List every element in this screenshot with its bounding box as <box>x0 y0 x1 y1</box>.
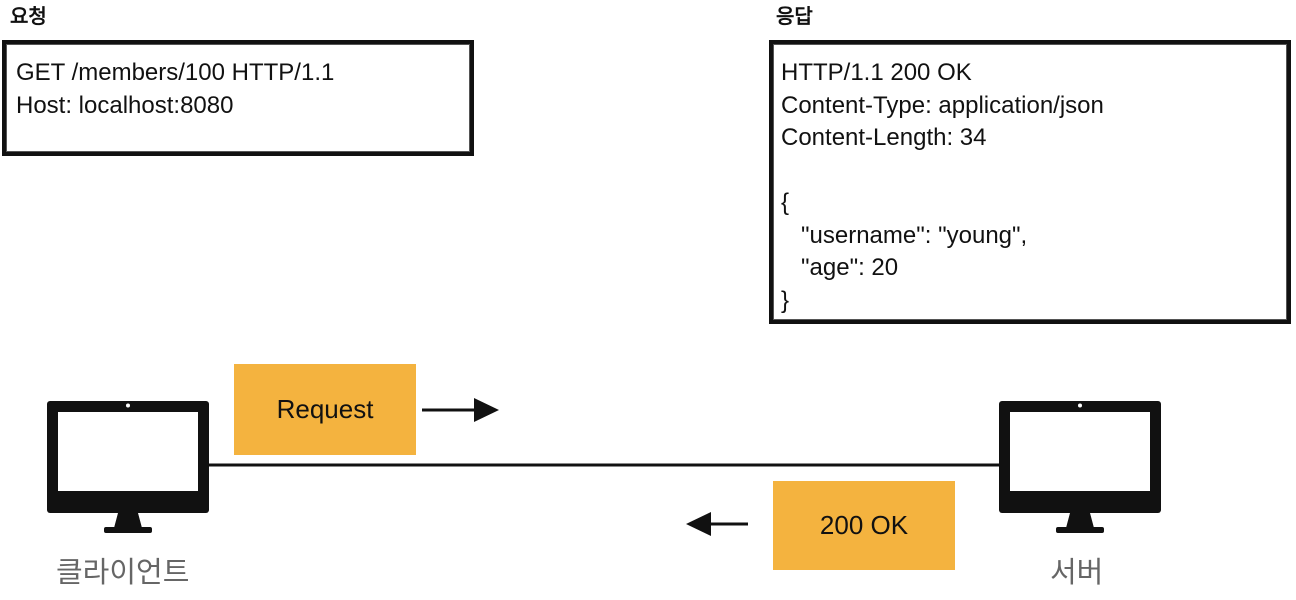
response-message-box: HTTP/1.1 200 OK Content-Type: applicatio… <box>769 40 1291 324</box>
response-body-line: "username": "young", <box>781 221 1028 249</box>
server-monitor-icon <box>999 401 1161 533</box>
response-status-line: HTTP/1.1 200 OK <box>781 59 972 86</box>
server-label: 서버 <box>1050 555 1104 589</box>
response-arrow-icon <box>686 512 748 536</box>
response-body-line: "age": 20 <box>781 254 899 281</box>
response-body-line: { <box>781 189 790 216</box>
response-header-content-length: Content-Length: 34 <box>781 124 987 151</box>
request-tag: Request <box>234 364 416 455</box>
request-arrow-icon <box>422 398 499 422</box>
request-line: GET /members/100 HTTP/1.1 <box>16 59 335 86</box>
response-body-line: } <box>781 286 790 314</box>
response-tag: 200 OK <box>773 481 955 570</box>
request-section-label: 요청 <box>10 4 47 28</box>
client-monitor-icon <box>47 401 209 533</box>
request-header-host: Host: localhost:8080 <box>16 91 234 119</box>
client-label: 클라이언트 <box>56 555 190 589</box>
request-message-box: GET /members/100 HTTP/1.1 Host: localhos… <box>2 40 474 156</box>
response-header-content-type: Content-Type: application/json <box>781 91 1104 119</box>
response-section-label: 응답 <box>776 4 813 28</box>
